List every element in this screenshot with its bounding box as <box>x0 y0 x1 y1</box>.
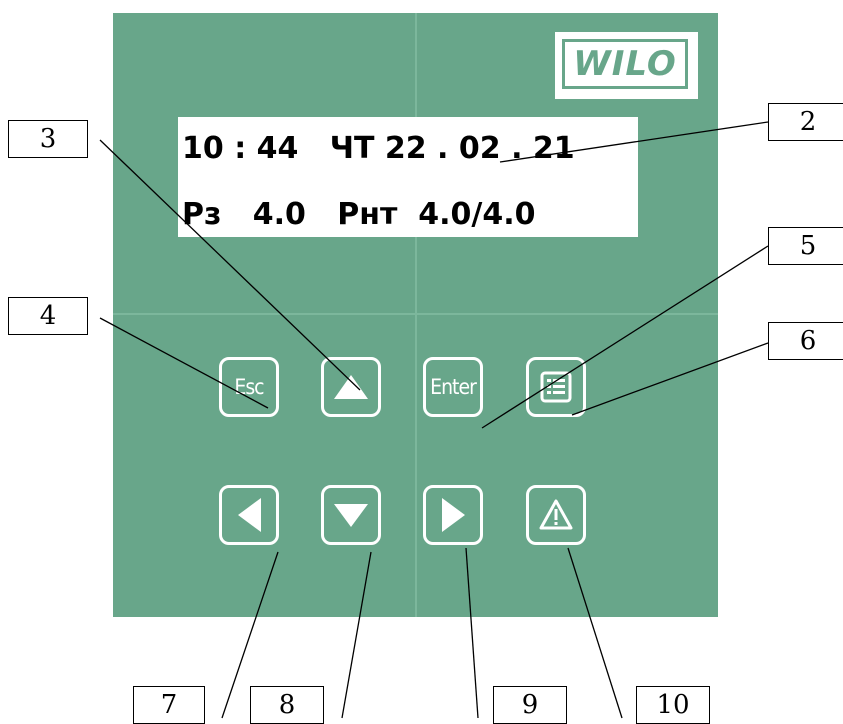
callout-8: 8 <box>250 686 324 724</box>
up-button[interactable] <box>321 357 381 417</box>
callout-10: 10 <box>636 686 710 724</box>
panel-seam-vertical <box>415 13 417 617</box>
menu-button[interactable] <box>526 357 586 417</box>
panel-seam-horizontal <box>113 313 718 315</box>
callout-4: 4 <box>8 297 88 335</box>
callout-7: 7 <box>133 686 205 724</box>
menu-list-icon <box>540 371 572 403</box>
leader-10 <box>567 547 623 719</box>
callout-5: 5 <box>768 227 843 265</box>
esc-label: Esc <box>234 375 264 399</box>
control-panel <box>113 13 718 617</box>
lcd-display: 10 : 44 ЧТ 22 . 02 . 21 Рз 4.0 Рнт 4.0/4… <box>178 117 638 237</box>
leader-6 <box>571 342 769 416</box>
wilo-logo: WILO <box>555 32 698 99</box>
display-line-pressure: Рз 4.0 Рнт 4.0/4.0 <box>182 197 536 232</box>
arrow-up-icon <box>334 375 368 399</box>
leader-3 <box>99 139 361 391</box>
arrow-right-icon <box>442 498 465 532</box>
leader-5 <box>481 245 769 429</box>
arrow-left-icon <box>238 498 261 532</box>
enter-label: Enter <box>430 375 477 399</box>
arrow-down-icon <box>334 504 368 527</box>
leader-9 <box>465 547 479 719</box>
right-button[interactable] <box>423 485 483 545</box>
leader-2 <box>499 121 769 163</box>
callout-6: 6 <box>768 322 843 360</box>
callout-9: 9 <box>493 686 567 724</box>
down-button[interactable] <box>321 485 381 545</box>
esc-button[interactable]: Esc <box>219 357 279 417</box>
leader-8 <box>341 551 372 719</box>
logo-text: WILO <box>573 44 677 84</box>
display-line-time-date: 10 : 44 ЧТ 22 . 02 . 21 <box>182 131 575 166</box>
leader-7 <box>221 551 279 719</box>
warning-button[interactable] <box>526 485 586 545</box>
leader-4 <box>99 317 269 409</box>
callout-2: 2 <box>768 103 843 141</box>
callout-3: 3 <box>8 120 88 158</box>
warning-icon <box>539 499 573 530</box>
left-button[interactable] <box>219 485 279 545</box>
enter-button[interactable]: Enter <box>423 357 483 417</box>
